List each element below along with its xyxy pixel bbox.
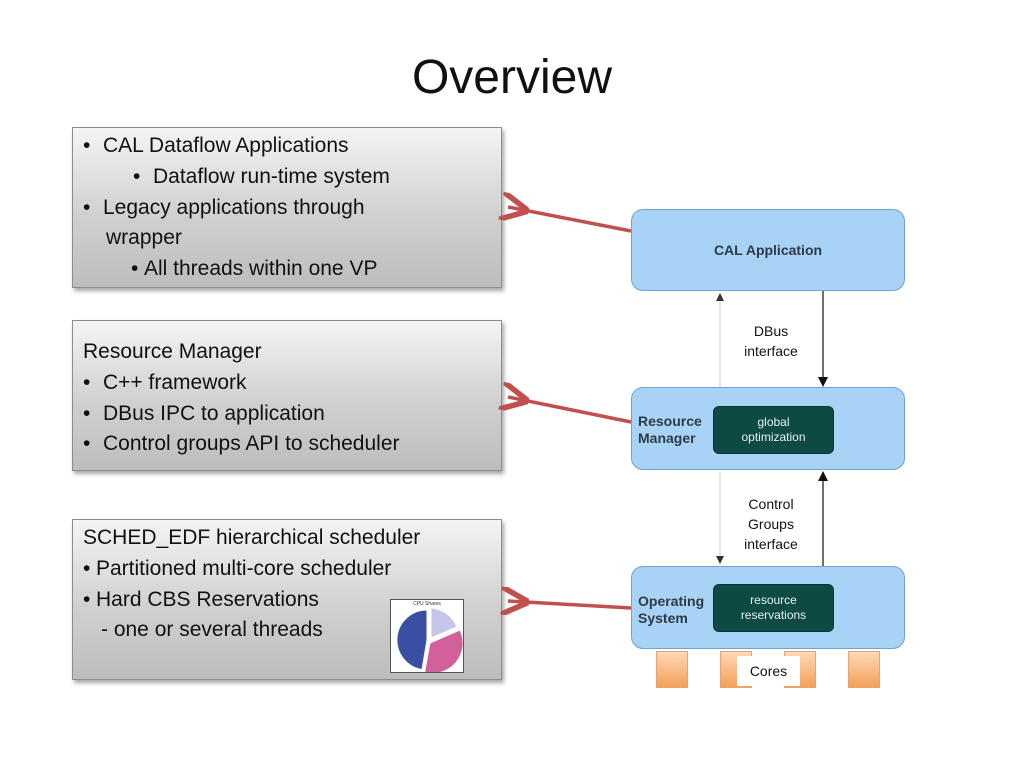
global-optimization-box: global optimization — [713, 406, 834, 454]
sub-bullet-item: •All threads within one VP — [83, 254, 493, 285]
resource-manager-box: Resource Manager global optimization — [631, 387, 905, 470]
pie-slice-lavender — [430, 607, 458, 639]
bullet-continuation: wrapper — [83, 223, 493, 254]
bullet-icon: • — [83, 587, 91, 611]
bullet-item: • Control groups API to scheduler — [83, 429, 493, 460]
slide-title: Overview — [411, 51, 613, 104]
bullet-text: CAL Dataflow Applications — [103, 134, 349, 157]
cal-application-box: CAL Application — [631, 209, 905, 291]
resource-reservations-box: resource reservations — [713, 584, 834, 632]
label-line: interface — [744, 536, 798, 552]
bullet-item: •Hard CBS Reservations — [83, 585, 493, 616]
label-line: System — [638, 610, 688, 626]
pie-slice-blue — [396, 609, 428, 671]
red-arrow-os — [508, 601, 632, 608]
pie-chart-icon — [396, 607, 464, 674]
bullet-icon: • — [83, 401, 91, 425]
bullet-text: Control groups API to scheduler — [103, 432, 400, 456]
operating-system-box: Operating System resource reservations — [631, 566, 905, 649]
operating-system-label: Operating System — [638, 593, 704, 627]
bullet-icon: • — [83, 134, 91, 157]
bullet-item: •Partitioned multi-core scheduler — [83, 554, 493, 585]
bullet-icon: • — [133, 164, 141, 188]
sub-bullet-item: • Dataflow run-time system — [83, 162, 493, 193]
label-line: Manager — [638, 430, 696, 446]
label-line: Resource — [638, 413, 702, 429]
bullet-text: - one or several threads — [101, 618, 323, 642]
bullet-icon: • — [83, 556, 91, 580]
bullet-item: • C++ framework — [83, 368, 493, 399]
resource-manager-label: Resource Manager — [638, 413, 702, 447]
bullet-icon: • — [131, 257, 139, 281]
bullet-item: • Legacy applications through — [83, 193, 493, 224]
label-line: Operating — [638, 593, 705, 609]
box-heading: Resource Manager — [83, 340, 262, 363]
label-line: interface — [744, 343, 798, 359]
bullet-item: • DBus IPC to application — [83, 399, 493, 430]
resource-manager-description-box: Resource Manager • C++ framework • DBus IP… — [72, 320, 502, 471]
label-line: Control — [748, 496, 794, 512]
cal-description-box: • CAL Dataflow Applications • Dataflow run… — [72, 127, 502, 288]
bullet-text: Dataflow run-time system — [153, 164, 390, 188]
box-heading: SCHED_EDF hierarchical scheduler — [83, 526, 421, 549]
dbus-interface-label: DBus interface — [731, 321, 811, 361]
bullet-text: wrapper — [106, 226, 182, 250]
control-groups-interface-label: Control Groups interface — [731, 494, 811, 554]
bullet-text: Partitioned multi-core scheduler — [96, 556, 392, 580]
core-block — [656, 651, 688, 688]
inner-label-line: optimization — [741, 430, 806, 444]
cores-label: Cores — [737, 656, 800, 686]
label-line: DBus — [753, 323, 789, 339]
core-block — [848, 651, 880, 688]
label-line: Groups — [748, 516, 794, 532]
inner-label-line: reservations — [740, 608, 807, 622]
red-arrow-cal — [508, 207, 632, 233]
bullet-item: • CAL Dataflow Applications — [83, 131, 493, 162]
bullet-icon: • — [83, 195, 91, 219]
red-arrow-rm — [508, 397, 632, 424]
cal-application-label: CAL Application — [713, 242, 823, 258]
bullet-text: All threads within one VP — [144, 257, 378, 281]
inner-label-line: resource — [750, 593, 797, 607]
bullet-text: DBus IPC to application — [103, 401, 325, 425]
bullet-icon: • — [83, 432, 91, 456]
cpu-shares-pie-thumbnail: CPU Shares — [390, 599, 464, 674]
bullet-continuation: - one or several threads — [83, 615, 493, 646]
bullet-text: C++ framework — [103, 370, 247, 394]
bullet-text: Legacy applications through — [103, 195, 365, 219]
bullet-icon: • — [83, 370, 91, 394]
thumbnail-caption: CPU Shares — [413, 601, 441, 607]
inner-label-line: global — [757, 415, 790, 429]
bullet-text: Hard CBS Reservations — [96, 587, 319, 611]
